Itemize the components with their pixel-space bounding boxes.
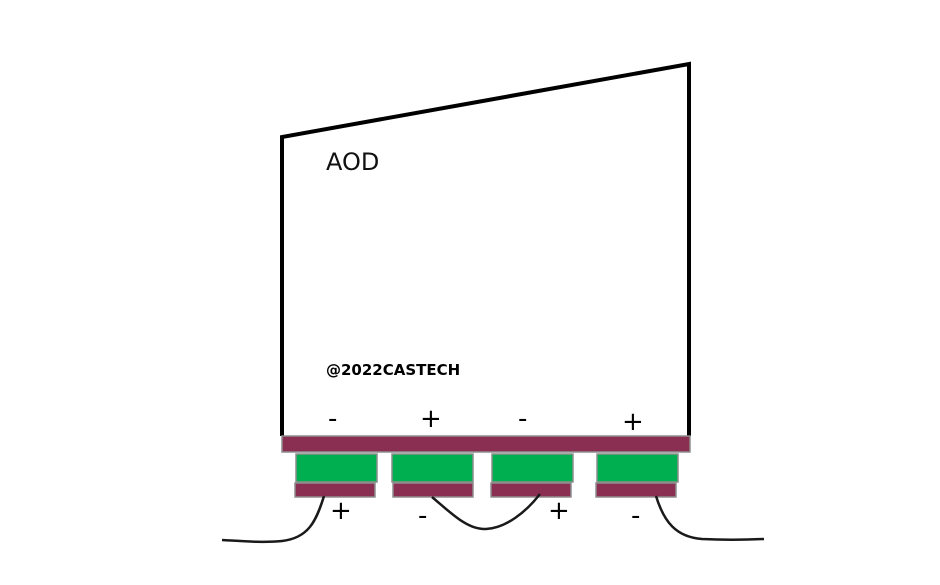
bottom-electrode-4: [595, 482, 677, 498]
top-sign-3: -: [518, 404, 527, 434]
crystal-label: AOD: [326, 148, 379, 176]
bottom-sign-2: -: [418, 501, 427, 531]
watermark-text: @2022CASTECH: [326, 361, 460, 379]
bottom-electrode-1: [294, 482, 376, 498]
wire-left: [221, 495, 326, 544]
bottom-electrode-2: [392, 482, 474, 498]
piezo-transducer-3: [491, 453, 574, 483]
piezo-transducer-4: [596, 453, 679, 483]
bottom-sign-3: +: [548, 496, 570, 526]
crystal-outline: [280, 61, 691, 436]
wire-middle: [431, 493, 541, 531]
bottom-sign-1: +: [330, 496, 352, 526]
bottom-sign-4: -: [631, 501, 640, 531]
top-sign-2: +: [420, 404, 442, 434]
top-sign-1: -: [328, 404, 337, 434]
bottom-electrode-3: [490, 482, 572, 498]
top-sign-4: +: [622, 407, 644, 437]
wire-right: [654, 495, 765, 541]
piezo-transducer-2: [391, 453, 474, 483]
top-electrode-bar: [281, 435, 691, 453]
piezo-transducer-1: [295, 453, 378, 483]
